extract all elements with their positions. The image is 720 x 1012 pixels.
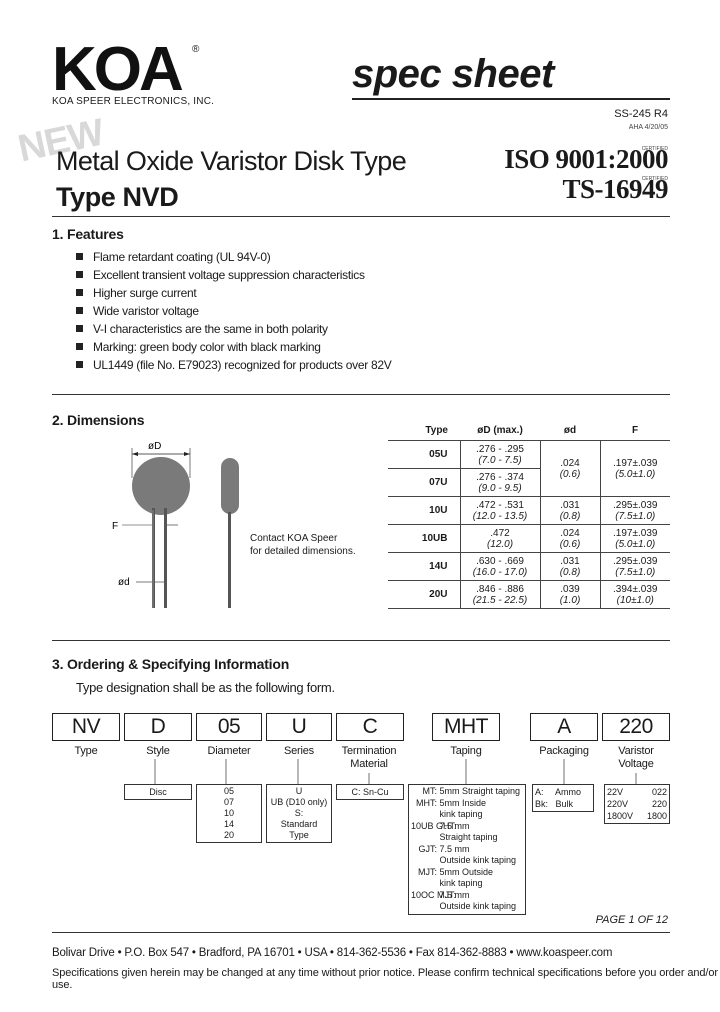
varistor-drawing: øD F ød [112,441,239,608]
product-type: Type NVD [56,182,179,212]
ts-cert: TS-16949 [562,174,668,204]
dimensions-heading: 2. Dimensions [52,412,145,428]
dimensions-table: Type øD (max.) ød F 05U .276 - .295(7.0 … [388,420,670,609]
bullet-icon [76,343,83,350]
code-type: NV [52,713,120,741]
termination-options: C: Sn-Cu [336,784,404,800]
section-rule [52,394,670,395]
label-D: øD [148,441,161,452]
feature-item: Excellent transient voltage suppression … [76,268,365,282]
section-rule [52,640,670,641]
koa-logo-text: KOA [52,40,183,96]
header-rule [352,98,670,100]
bullet-icon [76,361,83,368]
spec-sheet-title: spec sheet [352,52,554,96]
ts-cert-small: CERTIFIED [641,176,668,182]
feature-item: Marking: green body color with black mar… [76,340,321,354]
table-row: 10UB .472(12.0) .024(0.6) .197±.039(5.0±… [388,524,670,553]
footer-address: Bolivar Drive • P.O. Box 547 • Bradford,… [52,947,613,959]
feature-item: Higher surge current [76,286,197,300]
table-row: 20U .846 - .886(21.5 - 22.5) .039(1.0) .… [388,580,670,609]
code-diameter: 05 [196,713,262,741]
label-F: F [112,521,118,532]
iso-cert: ISO 9001:2000 [504,144,668,174]
page-number: PAGE 1 OF 12 [595,914,668,926]
label-type: Type [74,745,98,757]
doc-code: SS-245 R4 [614,108,668,120]
footer-rule [52,932,670,933]
bullet-icon [76,325,83,332]
product-title: Metal Oxide Varistor Disk Type [56,146,407,176]
feature-item: Wide varistor voltage [76,304,199,318]
packaging-options: A: Ammo Bk: Bulk [532,784,594,812]
label-series: Series [284,745,314,757]
label-diameter: Diameter [207,745,251,757]
table-header-row: Type øD (max.) ød F [388,420,670,441]
feature-item: UL1449 (file No. E79023) recognized for … [76,358,392,372]
footer-disclaimer: Specifications given herein may be chang… [52,967,718,991]
iso-cert-small: CERTIFIED [641,146,668,152]
diameter-options: 05 07 10 14 20 [196,784,262,843]
table-row: 05U .276 - .295(7.0 - 7.5) .024(0.6) .19… [388,440,670,497]
code-voltage: 220 [602,713,670,741]
koa-logo: KOA ® [52,40,200,96]
label-taping: Taping [450,745,482,757]
bullet-icon [76,289,83,296]
code-packaging: A [530,713,598,741]
table-row: 14U .630 - .669(16.0 - 17.0) .031(0.8) .… [388,552,670,581]
bullet-icon [76,271,83,278]
bullet-icon [76,307,83,314]
label-termination: Termination Material [341,745,397,770]
label-d: ød [118,577,130,588]
feature-item: V-I characteristics are the same in both… [76,322,328,336]
code-style: D [124,713,192,741]
code-series: U [266,713,332,741]
code-termination: C [336,713,404,741]
taping-options: MT: 5mm Straight taping MHT: 5mm Inside … [408,784,526,915]
company-name: KOA SPEER ELECTRONICS, INC. [52,96,215,107]
label-packaging: Packaging [539,745,589,757]
label-voltage: Varistor Voltage [618,745,654,770]
style-options: Disc [124,784,192,800]
title-rule [52,216,670,217]
svg-text:®: ® [192,44,200,55]
code-taping: MHT [432,713,500,741]
feature-item: Flame retardant coating (UL 94V-0) [76,250,271,264]
ordering-heading: 3. Ordering & Specifying Information [52,656,290,672]
ordering-intro: Type designation shall be as the followi… [76,680,335,695]
table-row: 10U .472 - .531(12.0 - 13.5) .031(0.8) .… [388,496,670,525]
contact-note: Contact KOA Speer for detailed dimension… [250,533,356,557]
label-style: Style [146,745,170,757]
table-row: 07U .276 - .374(9.0 - 9.5) [388,468,670,497]
bullet-icon [76,253,83,260]
doc-date: AHA 4/20/05 [628,124,668,131]
series-options: U UB (D10 only) S: Standard Type [266,784,332,843]
features-heading: 1. Features [52,226,124,242]
